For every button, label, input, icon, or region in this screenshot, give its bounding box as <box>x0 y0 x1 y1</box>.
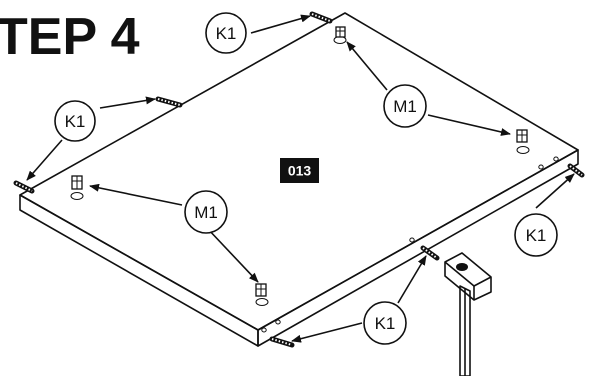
callout-m1-top-label: M1 <box>393 97 417 116</box>
callout-k1-bottom: K1 <box>363 301 407 345</box>
bolt-left-upper <box>155 96 183 108</box>
callout-k1-right-label: K1 <box>526 226 547 245</box>
hammer-icon <box>444 252 492 376</box>
cam-lock-left <box>70 175 84 200</box>
callout-k1-right: K1 <box>514 213 558 257</box>
bolt-middle <box>420 245 440 261</box>
cam-lock-top-right <box>516 129 530 154</box>
edge-holes <box>261 156 559 333</box>
callout-m1-bottom-label: M1 <box>194 203 218 222</box>
panel-label: 013 <box>280 158 319 183</box>
callout-k1-bottom-label: K1 <box>375 314 396 333</box>
bolt-right <box>567 163 585 178</box>
callout-k1-left: K1 <box>54 100 96 142</box>
cam-lock-top-left <box>333 26 347 44</box>
step-title: TEP 4 <box>0 8 140 66</box>
panel-label-text: 013 <box>288 163 312 179</box>
bolt-left-lower <box>13 180 35 194</box>
callout-k1-top: K1 <box>205 12 247 54</box>
leader-lines <box>26 14 575 343</box>
bolt-top <box>309 11 333 24</box>
bolt-bottom <box>269 336 295 348</box>
callout-m1-top: M1 <box>383 84 427 128</box>
callout-k1-left-label: K1 <box>65 112 86 131</box>
callout-k1-top-label: K1 <box>216 24 237 43</box>
cam-lock-bottom <box>255 283 269 306</box>
panel-board <box>19 12 579 347</box>
callout-m1-bottom: M1 <box>184 190 228 234</box>
